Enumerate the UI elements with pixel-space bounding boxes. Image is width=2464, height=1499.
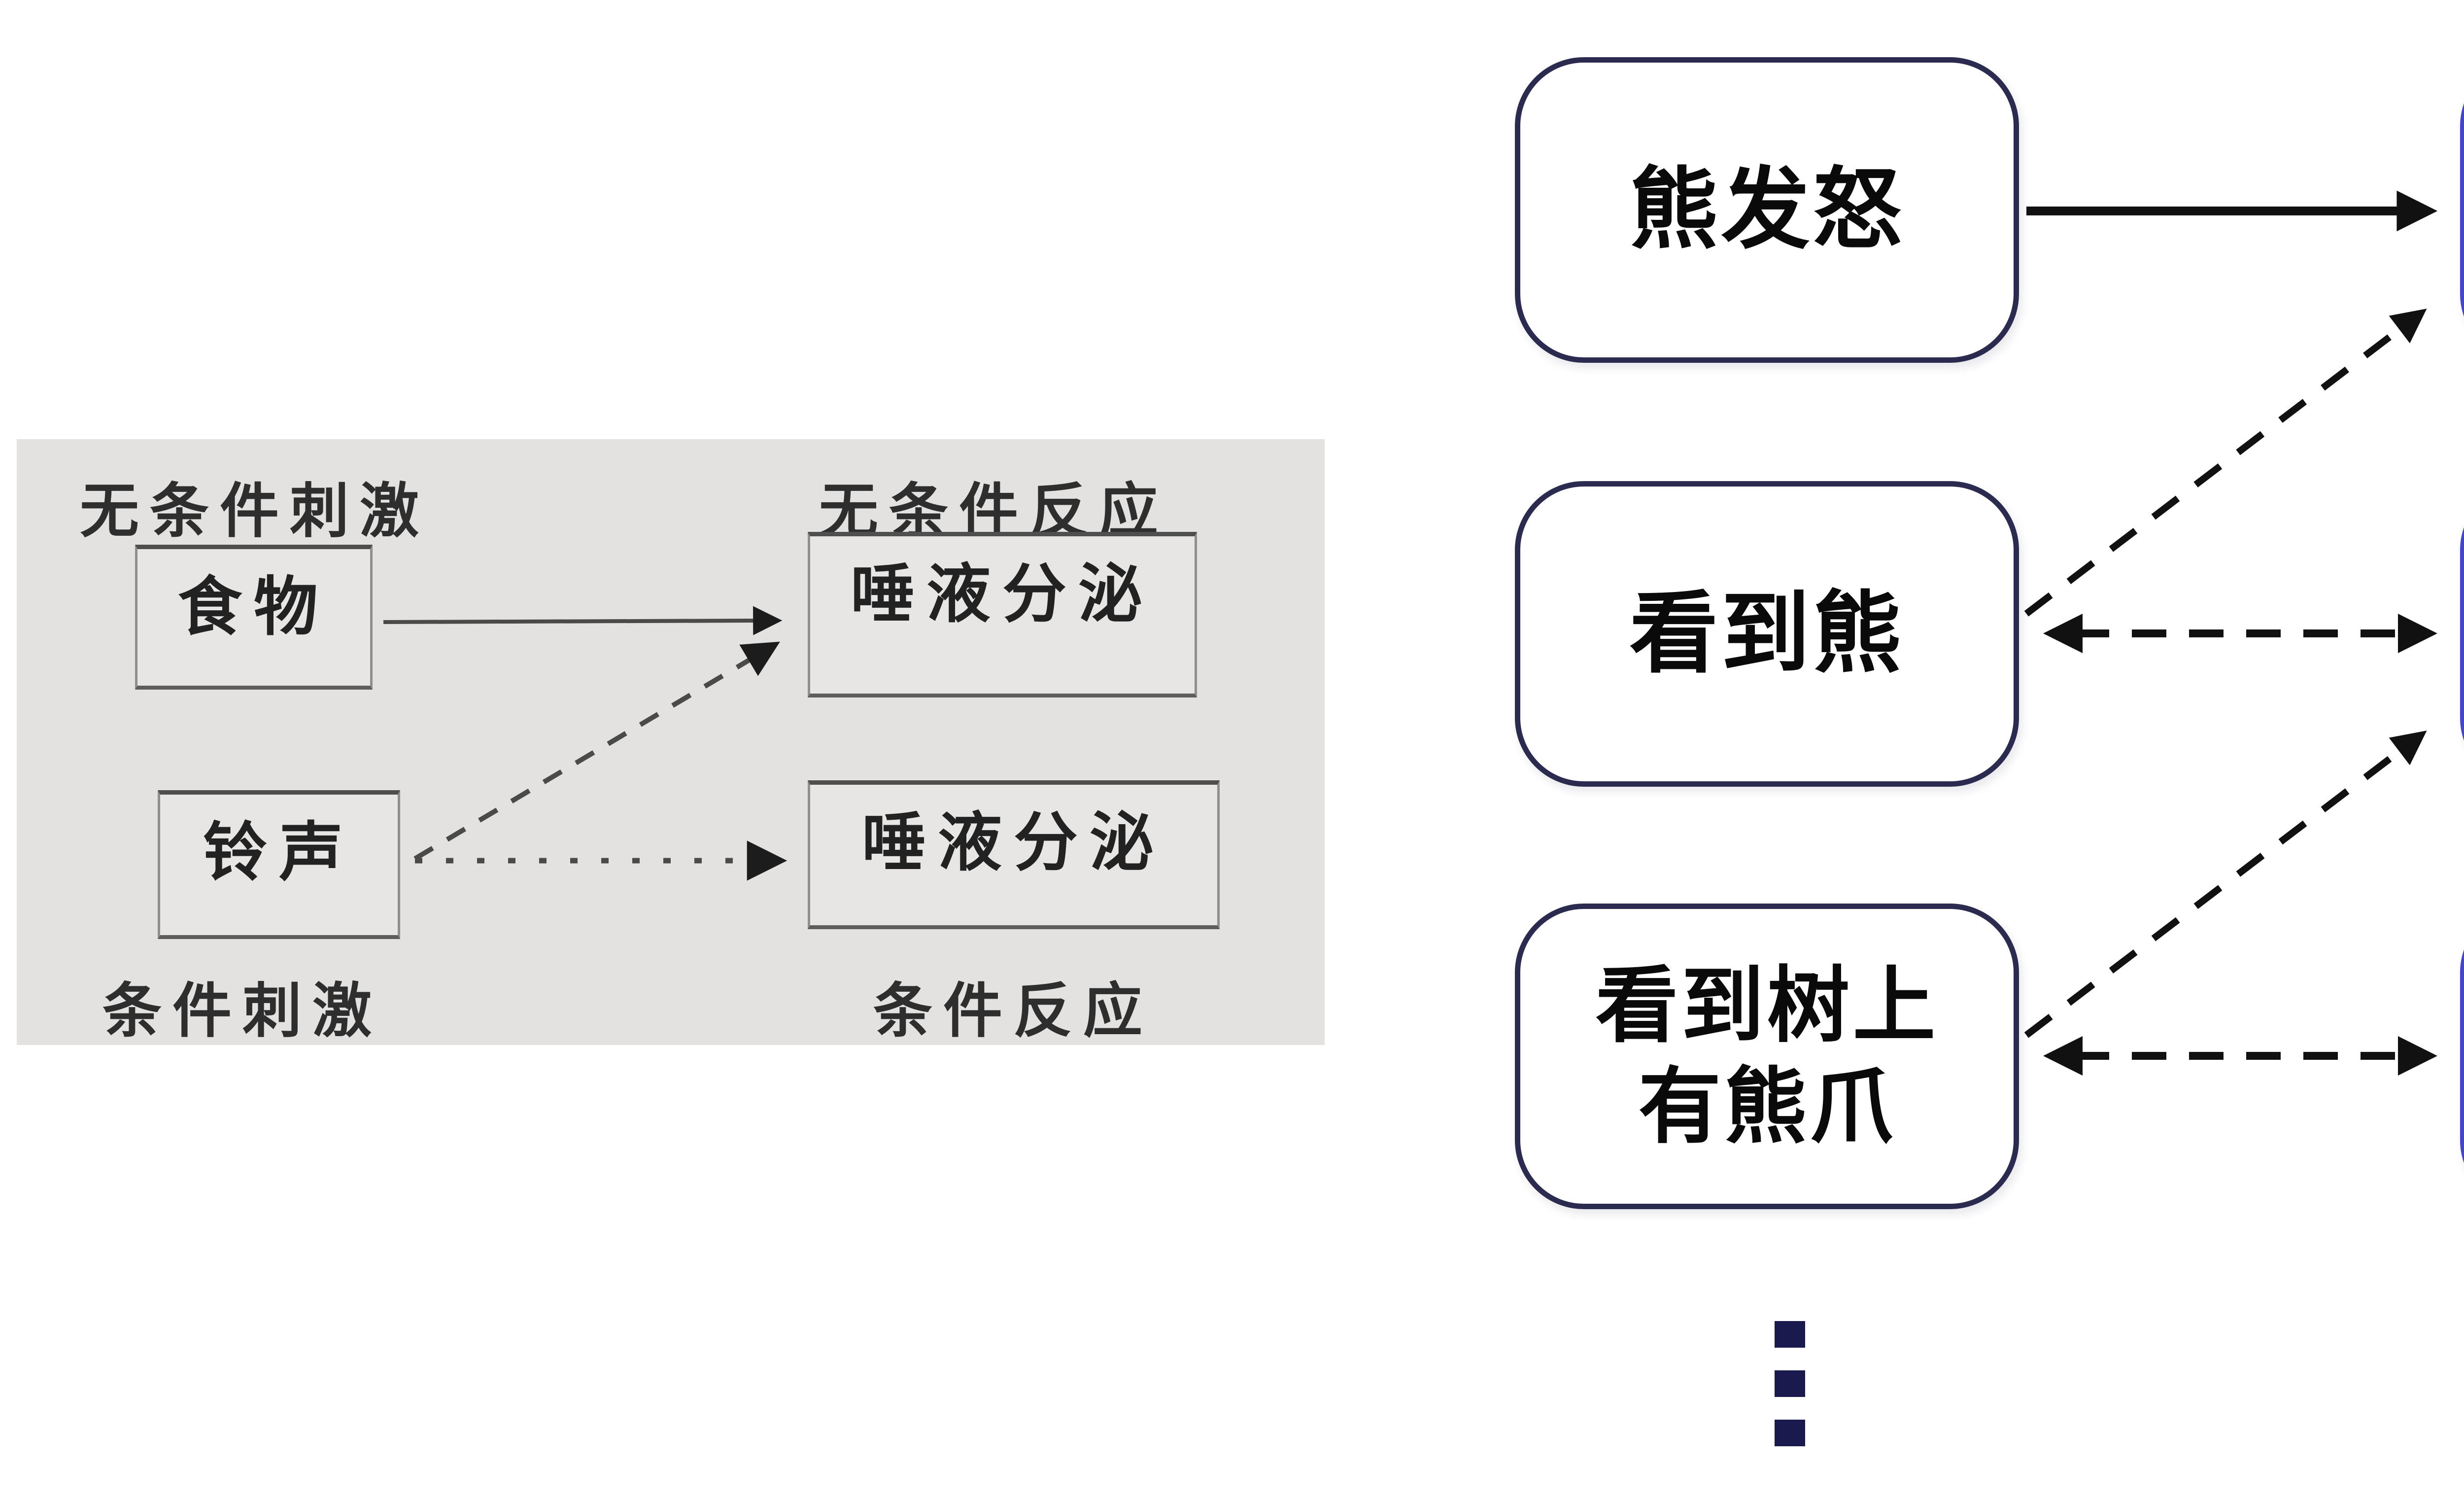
ellipsis-states: [1775, 1321, 1805, 1469]
label-conditioned-response: 条件反应: [873, 978, 1153, 1044]
box-bell-label: 铃声: [203, 816, 355, 888]
pavlov-panel: 无条件刺激 无条件反应 条件刺激 条件反应 食物 唾液分泌 铃声 唾液分泌: [17, 439, 1325, 1045]
box-salivation-top: 唾液分泌: [808, 532, 1197, 697]
ellipsis-dot: [1775, 1370, 1805, 1397]
node-reward: 奖励: [2460, 57, 2464, 363]
node-bear-rage-label: 熊发怒: [1629, 160, 1905, 260]
label-unconditioned-stimulus: 无条件刺激: [80, 478, 430, 544]
arrow-see-bear-to-reward-dashed: [2024, 309, 2427, 617]
label-conditioned-stimulus: 条件刺激: [103, 978, 382, 1044]
node-see-claws-line2: 有熊爪: [1638, 1060, 1896, 1153]
node-value-state: V(s): [2460, 904, 2464, 1209]
ellipsis-dot: [1775, 1420, 1805, 1446]
box-food: 食物: [135, 545, 373, 690]
arrow-see-claws-to-value-next-dashed: [2024, 731, 2427, 1038]
box-salivation-top-label: 唾液分泌: [850, 558, 1154, 630]
box-bell: 铃声: [158, 790, 400, 939]
node-see-bear-label: 看到熊: [1629, 584, 1905, 684]
node-see-claws-line1: 看到树上: [1595, 959, 1939, 1052]
node-value-next-state: V(s′): [2460, 481, 2464, 787]
node-see-bear: 看到熊: [1515, 481, 2019, 787]
box-salivation-bottom-label: 唾液分泌: [861, 806, 1165, 878]
node-see-claws: 看到树上 有熊爪: [1515, 904, 2019, 1209]
box-food-label: 食物: [177, 571, 330, 643]
node-bear-rage: 熊发怒: [1515, 57, 2019, 363]
box-salivation-bottom: 唾液分泌: [808, 780, 1220, 929]
ellipsis-dot: [1775, 1321, 1805, 1348]
